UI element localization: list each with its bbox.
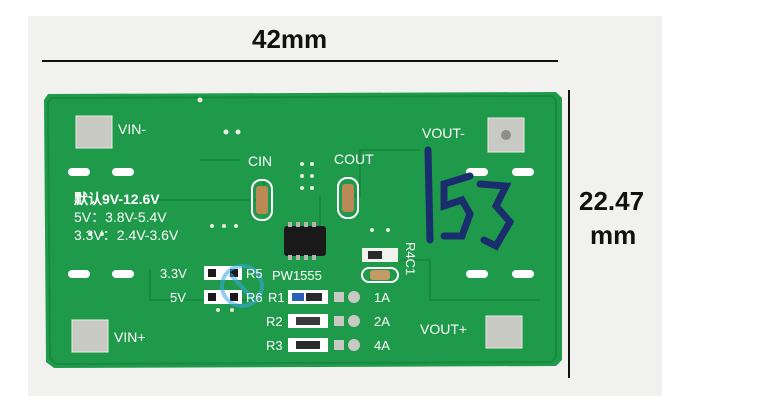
label-cin: CIN (248, 153, 272, 169)
label-1a: 1A (374, 290, 390, 305)
vin-plus-pad (71, 319, 109, 353)
width-dimension-label: 42mm (252, 24, 328, 54)
label-r5: R5 (246, 266, 263, 281)
label-r3: R3 (266, 338, 283, 353)
label-range-3v3: 3.3V：2.4V-3.6V (74, 227, 179, 243)
label-r1: R1 (268, 290, 285, 305)
handwritten-153 (424, 146, 515, 251)
label-vout-minus: VOUT- (422, 125, 465, 141)
current-resistors (288, 290, 328, 352)
label-r2: R2 (266, 314, 283, 329)
label-2a: 2A (374, 314, 390, 329)
label-opt-3v3: 3.3V (160, 266, 187, 281)
pcb-edge (46, 94, 557, 366)
height-dimension-line (568, 90, 570, 378)
label-vin-minus: VIN- (118, 121, 146, 137)
label-default-range: 默认9V-12.6V (74, 191, 160, 207)
cin-outline (251, 179, 273, 221)
label-vin-plus: VIN+ (114, 329, 146, 345)
c1-outline (361, 267, 399, 283)
height-dimension-value: 22.47 (579, 186, 645, 216)
vout-plus-pad (485, 315, 523, 349)
label-cout: COUT (334, 151, 374, 167)
pw1555-chip (284, 226, 326, 256)
r4-body (368, 251, 382, 259)
watermark-logo (220, 264, 264, 308)
label-r6: R6 (246, 290, 263, 305)
width-dimension-line (42, 60, 558, 62)
chip-pins (288, 222, 316, 260)
cout-outline (337, 177, 359, 219)
vias (88, 97, 390, 312)
label-range-5v: 5V：3.8V-5.4V (74, 209, 167, 225)
label-r4c1: R4C1 (403, 242, 418, 275)
cin-capacitor (256, 186, 268, 214)
vout-minus-hole (501, 130, 511, 140)
label-chip: PW1555 (272, 268, 322, 283)
c1-capacitor (370, 270, 390, 280)
label-vout-plus: VOUT+ (420, 321, 467, 337)
label-opt-5v: 5V (170, 290, 186, 305)
cout-capacitor (342, 184, 354, 212)
current-select-pads (334, 291, 360, 351)
label-4a: 4A (374, 338, 390, 353)
vin-minus-pad (75, 115, 113, 149)
height-dimension-unit: mm (590, 220, 637, 250)
